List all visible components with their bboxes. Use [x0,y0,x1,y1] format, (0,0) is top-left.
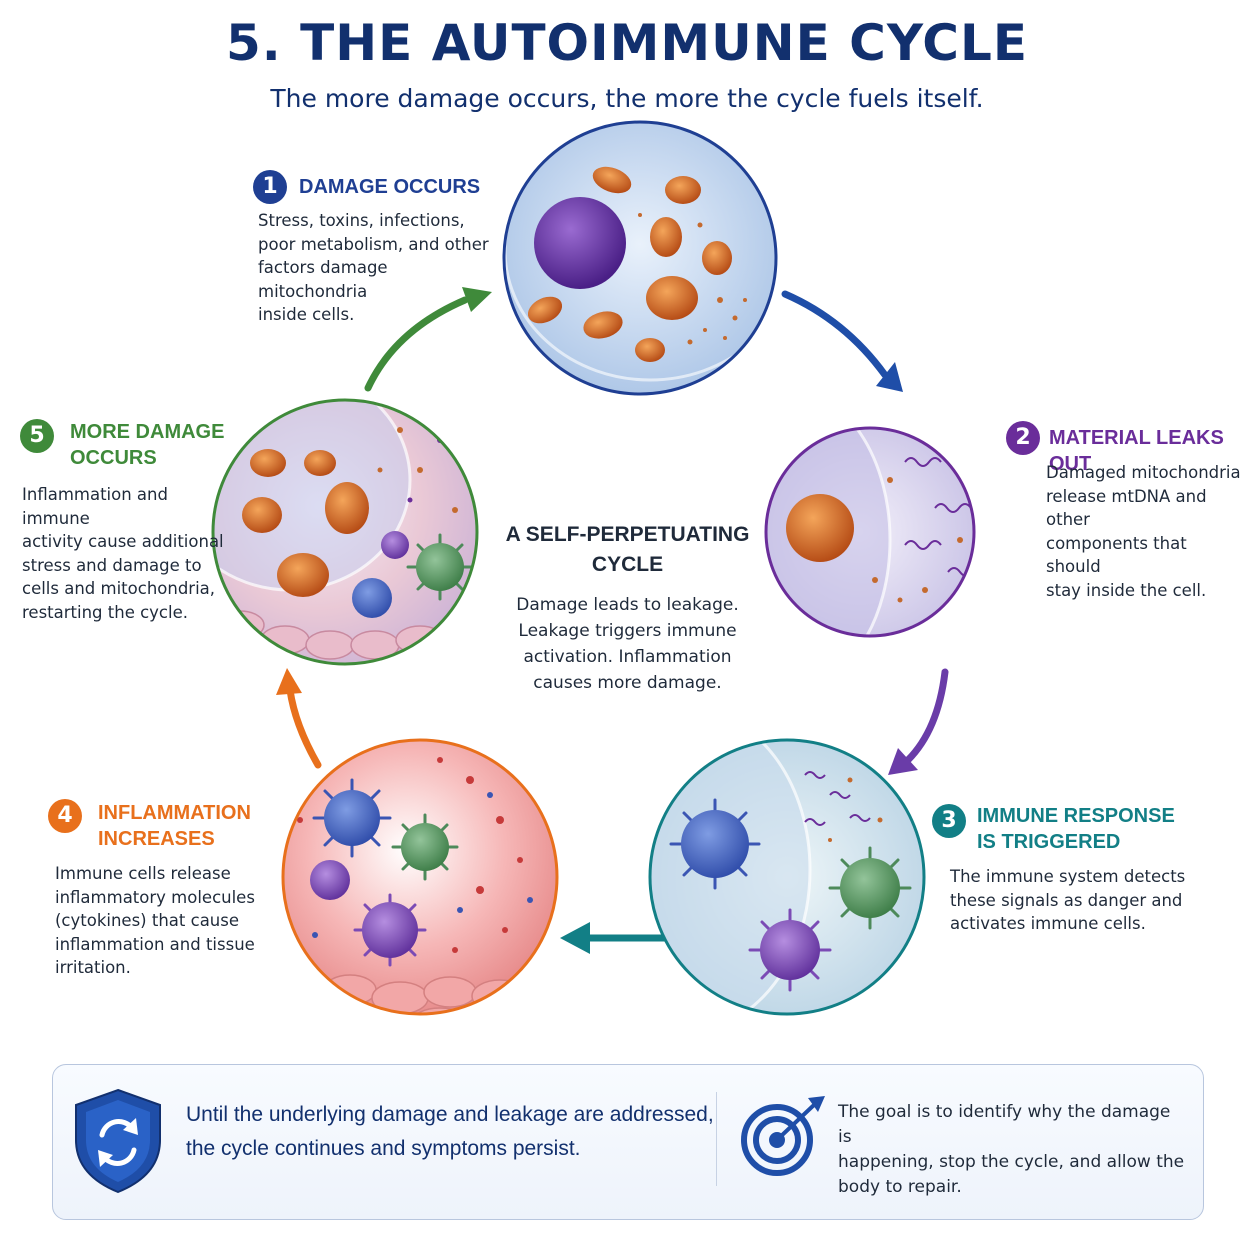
step-3-number: 3 [932,804,966,838]
arrow-2-to-3 [904,668,949,764]
center-desc-line: activation. Inflammation [523,647,732,667]
center-desc-line: Leakage triggers immune [518,621,737,641]
step-3-heading-line: IMMUNE RESPONSE [977,805,1175,827]
circle-immune-response [648,738,926,1016]
step-2-desc-line: Damaged mitochondria [1046,463,1241,482]
summary-panel [52,1064,1204,1220]
step-5-desc-line: restarting the cycle. [22,602,188,622]
page-subtitle: The more damage occurs, the more the cyc… [270,84,984,113]
center-heading: A SELF-PERPETUATING CYCLE [490,520,765,580]
step-2-desc-line: stay inside the cell. [1046,580,1207,600]
step-2-heading: MATERIAL LEAKS OUT [1049,425,1254,477]
step-2-desc-line: components that should [1046,533,1187,577]
center-desc-line: causes more damage. [533,673,722,693]
step-1-heading: DAMAGE OCCURS [299,174,480,200]
step-3-description: The immune system detects these signals … [950,865,1210,936]
step-5-desc-line: stress and damage to [22,555,202,575]
step-1-number: 1 [253,170,287,204]
circle-damage-occurs [502,120,778,396]
page-title: 5. THE AUTOIMMUNE CYCLE [225,14,1029,72]
summary-left-line: the cycle continues and symptoms persist… [186,1137,581,1160]
step-5-desc-line: cells and mitochondria, [22,579,216,598]
step-5-description: Inflammation and immune activity cause a… [22,483,232,624]
circle-inflammation [281,738,559,1016]
panel-divider [716,1092,717,1186]
arrow-4-to-5 [286,686,322,769]
step-3-heading-line: IS TRIGGERED [977,831,1121,853]
step-4-desc-line: inflammatory molecules [55,887,255,907]
step-4-description: Immune cells release inflammatory molecu… [55,862,275,980]
step-1-desc-line: factors damage mitochondria [258,258,388,301]
step-2-description: Damaged mitochondria release mtDNA and o… [1046,461,1246,602]
center-description: Damage leads to leakage. Leakage trigger… [490,592,765,696]
step-4-heading-line: INFLAMMATION [98,802,251,824]
center-heading-line: A SELF-PERPETUATING [505,523,750,546]
step-2-desc-line: release mtDNA and other [1046,486,1207,530]
summary-right-line: The goal is to identify why the damage i… [838,1102,1171,1147]
step-3-desc-line: The immune system detects [950,867,1186,886]
step-2-number: 2 [1006,421,1040,455]
arrow-5-to-1 [364,296,469,392]
step-3-desc-line: these signals as danger and [950,890,1183,910]
arrow-1-to-2 [781,290,889,379]
step-5-heading: MORE DAMAGE OCCURS [70,419,224,471]
step-1-heading-line: DAMAGE OCCURS [299,176,481,198]
step-4-number: 4 [48,799,82,833]
step-3-heading: IMMUNE RESPONSE IS TRIGGERED [977,803,1175,855]
circle-material-leaks [764,426,976,638]
step-4-desc-line: Immune cells release [55,864,231,883]
summary-left-text: Until the underlying damage and leakage … [186,1098,716,1166]
summary-right-line: happening, stop the cycle, and allow the [838,1152,1185,1172]
summary-right-line: body to repair. [838,1177,962,1197]
summary-right-text: The goal is to identify why the damage i… [838,1100,1188,1200]
step-5-desc-line: activity cause additional [22,532,224,551]
step-4-desc-line: irritation. [55,958,131,977]
step-1-description: Stress, toxins, infections, poor metabol… [258,209,498,327]
step-2-heading-line: MATERIAL LEAKS OUT [1049,427,1224,475]
step-5-desc-line: Inflammation and immune [22,485,168,528]
step-5-heading-line: OCCURS [70,447,157,469]
step-1-desc-line: inside cells. [258,305,355,324]
step-5-number: 5 [20,419,54,453]
center-desc-line: Damage leads to leakage. [516,595,739,615]
step-3-desc-line: activates immune cells. [950,914,1146,933]
step-1-desc-line: Stress, toxins, infections, [258,211,465,230]
step-1-desc-line: poor metabolism, and other [258,234,489,254]
step-4-heading-line: INCREASES [98,828,215,850]
center-heading-line: CYCLE [591,553,664,576]
step-5-heading-line: MORE DAMAGE [70,421,225,443]
step-4-desc-line: (cytokines) that cause [55,911,240,930]
summary-left-line: Until the underlying damage and leakage … [186,1103,714,1126]
step-4-heading: INFLAMMATION INCREASES [98,800,251,852]
step-4-desc-line: inflammation and tissue [55,934,255,954]
